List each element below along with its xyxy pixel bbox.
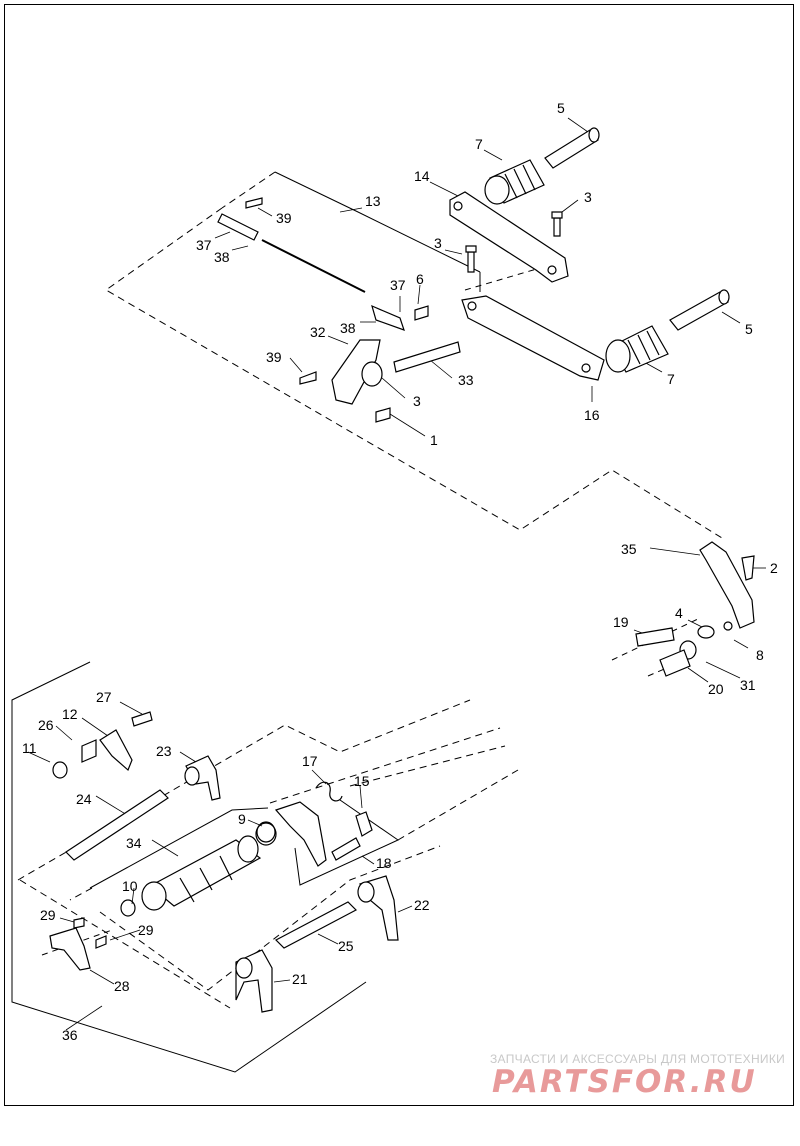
callout-2: 2 bbox=[770, 560, 778, 576]
callout-16: 16 bbox=[584, 407, 600, 423]
heel-lever-35 bbox=[635, 541, 755, 677]
callout-12: 12 bbox=[62, 706, 78, 722]
callout-4: 4 bbox=[675, 605, 683, 621]
bracket-dash-line-2 bbox=[349, 745, 506, 787]
detent-arm-12 bbox=[52, 711, 153, 779]
callout-33: 33 bbox=[458, 372, 474, 388]
callout-34: 34 bbox=[126, 835, 142, 851]
callout-39a: 39 bbox=[276, 210, 292, 226]
callout-35: 35 bbox=[621, 541, 637, 557]
callout-6: 6 bbox=[416, 271, 424, 287]
footpeg-upper bbox=[544, 127, 600, 169]
callout-8: 8 bbox=[756, 647, 764, 663]
callout-14: 14 bbox=[414, 168, 430, 184]
callout-9: 9 bbox=[238, 811, 246, 827]
callout-labels: 5 7 14 3 13 39 37 38 3 37 6 38 32 39 33 … bbox=[22, 100, 778, 1043]
bracket-34-dash bbox=[69, 887, 93, 901]
callout-5b: 5 bbox=[745, 321, 753, 337]
callout-3b: 3 bbox=[434, 235, 442, 251]
callout-20: 20 bbox=[708, 681, 724, 697]
callout-32: 32 bbox=[310, 324, 326, 340]
callout-27: 27 bbox=[96, 689, 112, 705]
callout-18: 18 bbox=[376, 855, 392, 871]
callout-38a: 38 bbox=[214, 249, 230, 265]
bracket-28 bbox=[49, 917, 107, 971]
callout-15: 15 bbox=[354, 773, 370, 789]
bracket-13-link-a bbox=[221, 171, 276, 209]
callout-23: 23 bbox=[156, 743, 172, 759]
callout-7a: 7 bbox=[475, 136, 483, 152]
align-pedal bbox=[464, 267, 541, 291]
bolt-3-upper bbox=[465, 211, 563, 273]
bracket-36 bbox=[11, 661, 367, 1073]
group-brackets bbox=[11, 171, 723, 1073]
peg-rubber-lower bbox=[605, 325, 669, 373]
callout-11: 11 bbox=[22, 740, 37, 756]
peg-rubber-upper bbox=[484, 159, 545, 205]
callout-1: 1 bbox=[430, 432, 438, 448]
bracket-18-dash bbox=[397, 769, 519, 841]
callout-28: 28 bbox=[114, 978, 130, 994]
fork-shaft-25 bbox=[275, 901, 357, 949]
callout-37b: 37 bbox=[390, 277, 406, 293]
footpeg-lower bbox=[669, 289, 730, 331]
shift-arm-32 bbox=[299, 339, 461, 423]
watermark-tagline: ЗАПЧАСТИ И АКСЕССУАРЫ ДЛЯ МОТОТЕХНИКИ bbox=[490, 1052, 786, 1066]
shift-rod bbox=[217, 197, 429, 331]
shift-drum-34 bbox=[120, 821, 276, 917]
callout-39b: 39 bbox=[266, 349, 282, 365]
callout-7b: 7 bbox=[667, 371, 675, 387]
shift-lever-lower bbox=[461, 295, 605, 381]
bracket-36-dash-a bbox=[17, 699, 471, 881]
pawl-arm-18 bbox=[274, 801, 373, 867]
bracket-inner-dash bbox=[99, 845, 441, 991]
callout-3a: 3 bbox=[584, 189, 592, 205]
callout-17: 17 bbox=[302, 753, 318, 769]
diagram-frame bbox=[4, 4, 794, 1106]
bracket-36-dash-b bbox=[19, 879, 231, 1009]
callout-26: 26 bbox=[38, 717, 54, 733]
shift-fork-21 bbox=[235, 949, 273, 1013]
callout-25: 25 bbox=[338, 938, 354, 954]
spring-17 bbox=[315, 781, 343, 802]
watermark-logo: PARTSFOR.RU bbox=[492, 1064, 757, 1100]
fork-shaft-24 bbox=[65, 789, 169, 861]
callout-24: 24 bbox=[76, 791, 92, 807]
callout-36: 36 bbox=[62, 1027, 78, 1043]
callout-29a: 29 bbox=[40, 907, 56, 923]
callout-37a: 37 bbox=[196, 237, 212, 253]
bracket-13-dashed bbox=[105, 207, 723, 539]
leader-lines bbox=[27, 117, 766, 1031]
shift-fork-22 bbox=[357, 875, 399, 941]
callout-38b: 38 bbox=[340, 320, 356, 336]
callout-19: 19 bbox=[613, 614, 629, 630]
shift-fork-23 bbox=[184, 755, 221, 801]
callout-3c: 3 bbox=[413, 393, 421, 409]
bracket-dash-line-1 bbox=[269, 727, 501, 804]
bracket-34 bbox=[89, 807, 269, 889]
callout-22: 22 bbox=[414, 897, 430, 913]
parts bbox=[49, 127, 755, 1013]
o-ring-9 bbox=[255, 822, 277, 846]
shift-lever-upper bbox=[449, 191, 569, 283]
bracket-13-top bbox=[274, 171, 481, 273]
callout-5a: 5 bbox=[557, 100, 565, 116]
callout-29b: 29 bbox=[138, 922, 154, 938]
callout-13: 13 bbox=[365, 193, 381, 209]
callout-21: 21 bbox=[292, 971, 308, 987]
callout-10: 10 bbox=[122, 878, 138, 894]
callout-31: 31 bbox=[740, 677, 756, 693]
